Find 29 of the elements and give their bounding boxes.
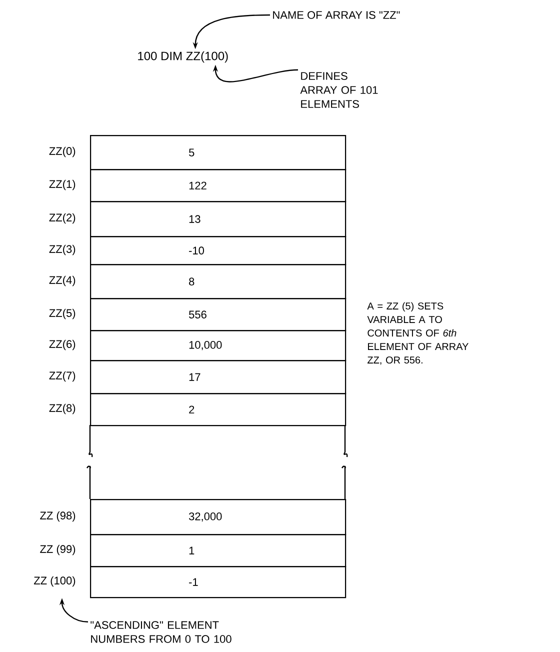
- array-cell: 5: [90, 135, 346, 170]
- array-cell: 2: [90, 393, 346, 426]
- element-label: ZZ (98): [40, 511, 76, 522]
- element-label: ZZ(7): [49, 371, 76, 382]
- element-label: ZZ (99): [40, 544, 76, 556]
- element-label: ZZ(8): [49, 404, 76, 414]
- element-label: ZZ (100): [34, 576, 76, 587]
- array-cell: 122: [90, 169, 346, 202]
- array-cell: 1: [90, 534, 346, 568]
- array-cell: 8: [90, 264, 346, 300]
- array-cell: -1: [90, 566, 346, 598]
- element-label: ZZ(2): [49, 213, 76, 224]
- element-label: ZZ(3): [49, 244, 76, 256]
- element-label: ZZ(6): [49, 340, 76, 350]
- array-cell: 10,000: [90, 330, 346, 362]
- array-cell: 32,000: [90, 499, 346, 536]
- annotation-text: NAME OF ARRAY IS "ZZ": [273, 11, 400, 19]
- element-label: ZZ(1): [49, 180, 76, 190]
- element-label: ZZ(0): [49, 146, 76, 158]
- annotation-text: DEFINES ARRAY OF 101 ELEMENTS: [300, 72, 378, 108]
- annotation-text: "ASCENDING" ELEMENT NUMBERS FROM 0 TO 100: [90, 621, 232, 643]
- array-cell: 13: [90, 201, 346, 238]
- array-cell: 17: [90, 360, 346, 394]
- array-cell: 556: [90, 298, 346, 332]
- array-cell: -10: [90, 236, 346, 266]
- annotation-text: 100 DIM ZZ(100): [138, 51, 228, 63]
- note-text: A = ZZ (5) SETS VARIABLE A TO CONTENTS OF 6th ELEMENT OF ARRAY ZZ, OR 556.: [367, 302, 468, 365]
- element-label: ZZ(4): [49, 276, 76, 286]
- element-label: ZZ(5): [49, 308, 76, 320]
